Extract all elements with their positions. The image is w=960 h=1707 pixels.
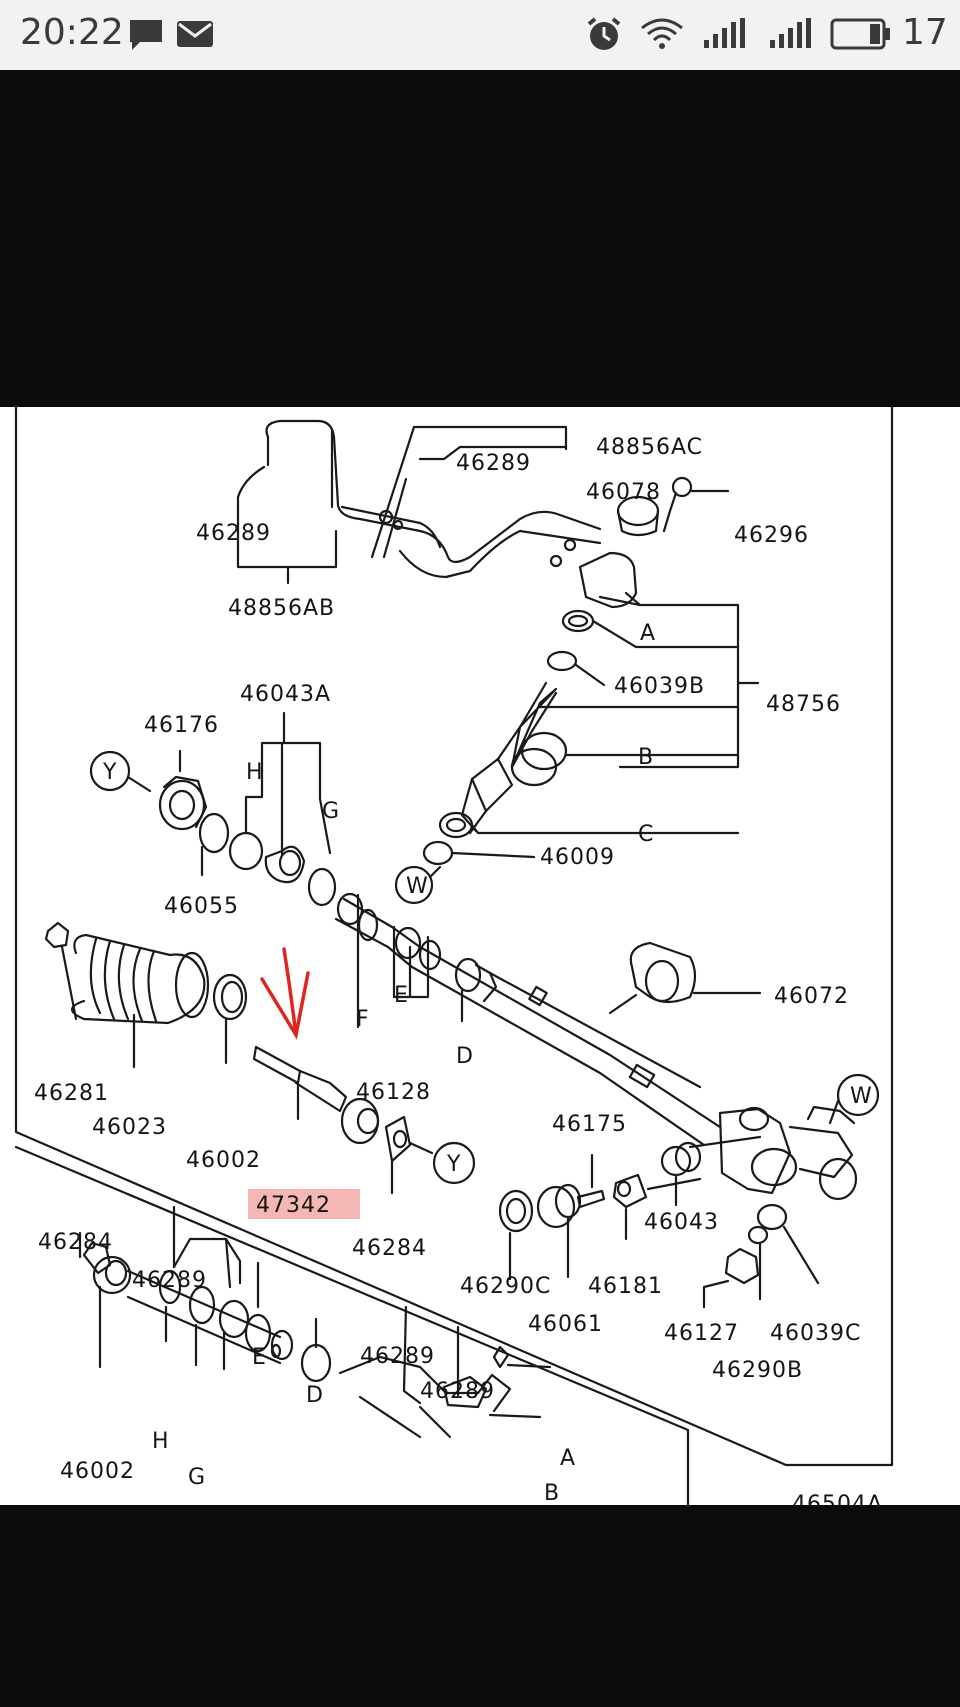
label-h: H bbox=[246, 760, 264, 785]
battery-icon bbox=[830, 18, 890, 50]
label-g: G bbox=[322, 799, 340, 824]
label-e: E bbox=[394, 983, 409, 1008]
label-y: Y bbox=[446, 1152, 461, 1177]
status-bar: 20:22 17 bbox=[0, 0, 960, 70]
label-46023: 46023 bbox=[92, 1115, 167, 1140]
label-h: H bbox=[152, 1429, 170, 1454]
label-48756: 48756 bbox=[766, 692, 841, 717]
label-46181: 46181 bbox=[588, 1274, 663, 1299]
label-46002: 46002 bbox=[186, 1148, 261, 1173]
label-46290c: 46290C bbox=[460, 1274, 551, 1299]
label-46289: 46289 bbox=[420, 1379, 495, 1404]
label-46284: 46284 bbox=[38, 1230, 113, 1255]
label-47342: 47342 bbox=[256, 1193, 331, 1218]
parts-diagram: 48856AC 46289 46078 46296 46289 48856AB … bbox=[14, 407, 894, 1505]
label-a: A bbox=[640, 621, 656, 646]
label-46072: 46072 bbox=[774, 984, 849, 1009]
label-48856ac: 48856AC bbox=[596, 435, 703, 460]
label-46002: 46002 bbox=[60, 1459, 135, 1484]
label-46009: 46009 bbox=[540, 845, 615, 870]
label-46289: 46289 bbox=[132, 1268, 207, 1293]
label-46504a: 46504A bbox=[792, 1492, 883, 1505]
label-c: C bbox=[638, 822, 654, 847]
label-46128: 46128 bbox=[356, 1080, 431, 1105]
chat-bubble-icon bbox=[130, 20, 162, 50]
label-46284: 46284 bbox=[352, 1236, 427, 1261]
label-y: Y bbox=[102, 760, 117, 785]
signal-icon bbox=[704, 18, 745, 48]
status-time: 20:22 bbox=[20, 12, 124, 53]
label-46296: 46296 bbox=[734, 523, 809, 548]
label-46290b: 46290B bbox=[712, 1358, 803, 1383]
image-viewer[interactable]: 48856AC 46289 46078 46296 46289 48856AB … bbox=[0, 70, 960, 1707]
label-46127: 46127 bbox=[664, 1321, 739, 1346]
label-46289: 46289 bbox=[196, 521, 271, 546]
label-46289: 46289 bbox=[456, 451, 531, 476]
label-a: A bbox=[560, 1446, 576, 1471]
label-b: B bbox=[638, 745, 654, 770]
wifi-icon bbox=[641, 18, 683, 49]
signal-icon bbox=[770, 18, 811, 48]
red-arrow-icon bbox=[260, 947, 310, 1040]
highlight-47342 bbox=[248, 1189, 360, 1219]
label-e: E bbox=[252, 1345, 267, 1370]
label-46289: 46289 bbox=[360, 1344, 435, 1369]
label-f: F bbox=[356, 1007, 370, 1032]
label-46061: 46061 bbox=[528, 1312, 603, 1337]
label-46043a: 46043A bbox=[240, 682, 331, 707]
mail-icon bbox=[177, 21, 213, 47]
label-d: D bbox=[456, 1044, 474, 1069]
label-w: W bbox=[406, 874, 429, 899]
label-w: W bbox=[850, 1084, 873, 1109]
label-b: B bbox=[544, 1481, 560, 1505]
label-46039b: 46039B bbox=[614, 674, 705, 699]
label-46281: 46281 bbox=[34, 1081, 109, 1106]
label-g: G bbox=[188, 1465, 206, 1490]
label-48856ab: 48856AB bbox=[228, 596, 335, 621]
label-d: D bbox=[306, 1383, 324, 1408]
alarm-icon bbox=[587, 17, 621, 50]
label-46078: 46078 bbox=[586, 480, 661, 505]
label-46175: 46175 bbox=[552, 1112, 627, 1137]
label-46043: 46043 bbox=[644, 1210, 719, 1235]
label-46039c: 46039C bbox=[770, 1321, 861, 1346]
parts-diagram-image[interactable]: 48856AC 46289 46078 46296 46289 48856AB … bbox=[0, 407, 960, 1505]
label-46055: 46055 bbox=[164, 894, 239, 919]
part-labels: 48856AC 46289 46078 46296 46289 48856AB … bbox=[34, 435, 883, 1505]
battery-level: 17 bbox=[902, 12, 948, 53]
label-46176: 46176 bbox=[144, 713, 219, 738]
